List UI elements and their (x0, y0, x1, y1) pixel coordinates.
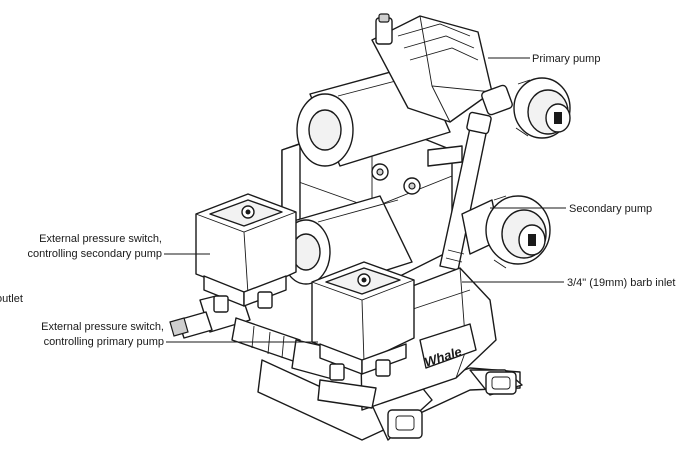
label-switch-secondary-line2: controlling secondary pump (27, 248, 162, 260)
label-primary-pump: Primary pump (532, 53, 600, 65)
label-outlet: outlet (0, 293, 23, 305)
label-switch-primary-line1: External pressure switch, (41, 321, 164, 333)
pressure-switch-secondary (195, 193, 297, 313)
primary-pump-mount-hardware (371, 145, 463, 195)
pressure-switch-primary (311, 261, 415, 381)
primary-pump (296, 13, 493, 167)
secondary-pump-connector (461, 195, 551, 269)
label-barb-inlet: 3/4" (19mm) barb inlet (567, 277, 675, 289)
label-switch-secondary-line1: External pressure switch, (39, 233, 162, 245)
primary-pump-connector (481, 77, 571, 139)
label-secondary-pump: Secondary pump (569, 203, 652, 215)
label-switch-primary-line2: controlling primary pump (44, 336, 164, 348)
